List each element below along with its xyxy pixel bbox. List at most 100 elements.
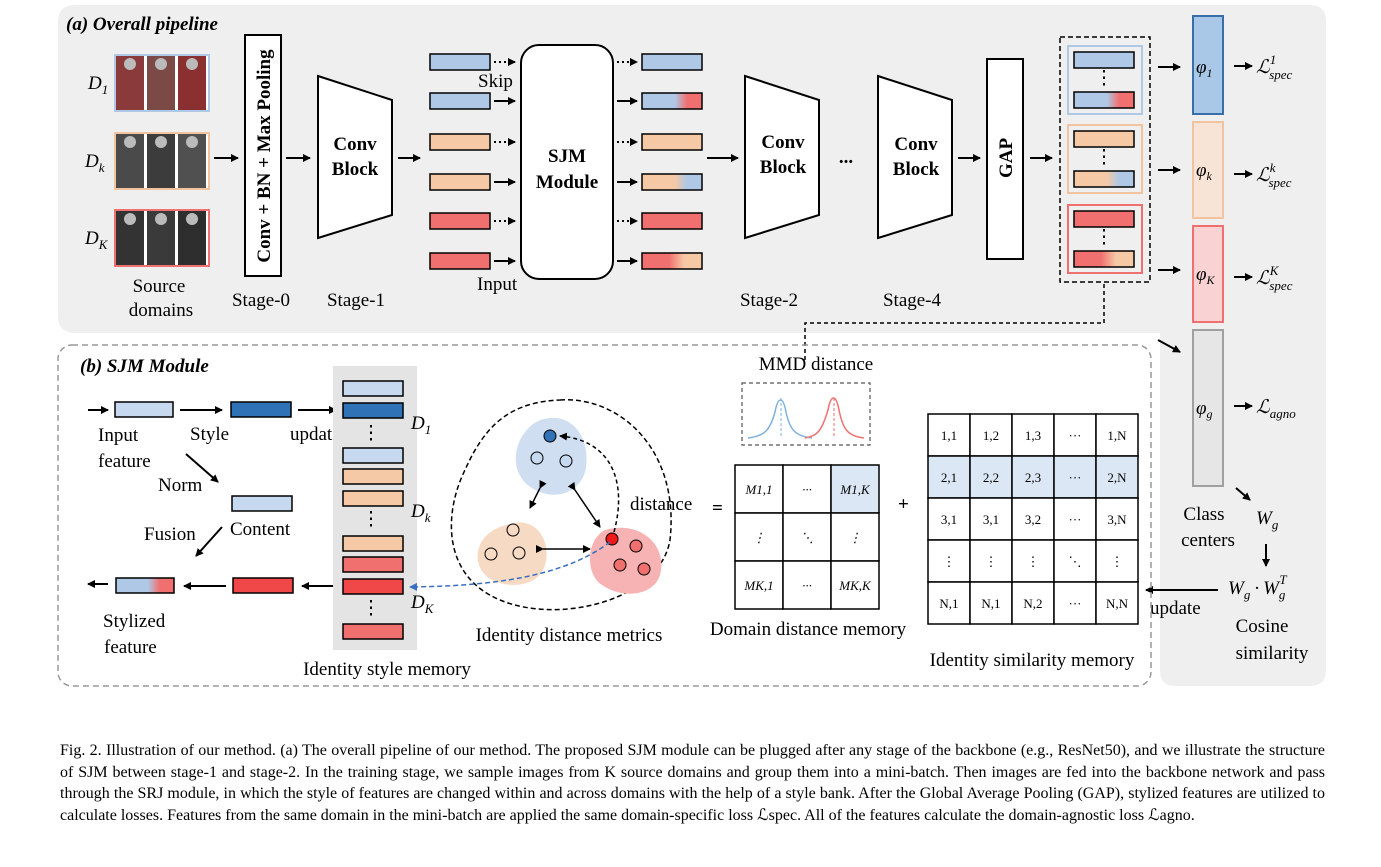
identity-matrix-cell [1011, 581, 1055, 625]
identity-matrix-cell-text: 2,1 [941, 470, 957, 485]
content-label: Content [230, 519, 291, 540]
identity-matrix-cell-text: ⋱ [1069, 554, 1082, 569]
domain-label-dK: DK [84, 228, 109, 252]
wg-label: Wg [1256, 508, 1279, 532]
identity-matrix-cell [1053, 497, 1097, 541]
identity-matrix-cell [969, 455, 1013, 499]
stylized-feature-bar [115, 577, 175, 594]
identity-matrix-cell [1011, 455, 1055, 499]
gap-box [986, 58, 1024, 260]
skip-label: Skip [478, 71, 513, 92]
identity-matrix-cell [969, 581, 1013, 625]
identity-matrix-cell [1095, 539, 1139, 583]
conv-block-stage2 [744, 74, 820, 240]
identity-matrix-cell-text: 2,2 [983, 470, 999, 485]
domain-matrix-cell-text: MK,1 [743, 578, 773, 593]
caption-text: Fig. 2. Illustration of our method. (a) … [60, 742, 1325, 824]
memory-label-d1: D1 [410, 413, 431, 437]
identity-matrix-cell-text: 3,2 [1025, 512, 1041, 527]
fusion-style-bar [232, 577, 294, 594]
svg-text:⋮: ⋮ [362, 509, 381, 530]
domain-matrix-cell-text: MK,K [838, 578, 872, 593]
domain-label-d1: D1 [87, 73, 108, 97]
phi-1-classifier [1192, 15, 1224, 115]
identity-matrix-cell-text: ⋮ [1111, 554, 1124, 569]
identity-matrix-cell-text: ··· [1069, 596, 1082, 611]
svg-text:⋮: ⋮ [362, 598, 381, 619]
identity-matrix-cell [1095, 413, 1139, 457]
distance-label: distance [630, 494, 692, 515]
identity-similarity-memory-label: Identity similarity memory [930, 650, 1135, 671]
domain-label-dk: Dk [84, 151, 105, 175]
identity-matrix-cell-text: 3,1 [941, 512, 957, 527]
identity-matrix-cell-text: 2,N [1107, 470, 1127, 485]
conv-block-stage1 [317, 74, 393, 240]
identity-matrix-cell-text: 3,N [1107, 512, 1127, 527]
stage-ellipsis: ... [839, 147, 853, 168]
phi-K-classifier [1192, 225, 1224, 323]
stage2-label: Stage-2 [740, 290, 798, 311]
panel-a-title: (a) Overall pipeline [66, 14, 219, 35]
mmd-distance-plot [741, 382, 871, 446]
domain-distance-memory-label: Domain distance memory [710, 619, 907, 640]
identity-matrix-cell-text: ⋮ [1027, 554, 1040, 569]
identity-matrix-cell-text: ⋮ [985, 554, 998, 569]
identity-distance-metrics-diagram [409, 399, 672, 611]
input-feature-bar [114, 401, 174, 418]
domain-matrix-cell [830, 560, 880, 610]
domain-matrix-cell [830, 464, 880, 514]
identity-matrix-cell [969, 413, 1013, 457]
identity-matrix-cell-text: 2,3 [1025, 470, 1041, 485]
phi-k-classifier [1192, 121, 1224, 219]
domain-matrix-cell-text: ··· [802, 482, 812, 497]
domain-matrix-cell [734, 560, 784, 610]
memory-label-dk: Dk [410, 501, 431, 525]
identity-matrix-cell [1053, 455, 1097, 499]
domain-distance-matrix: M1,1···M1,K⋮⋱⋮MK,1···MK,K [734, 464, 880, 610]
identity-matrix-cell [927, 581, 971, 625]
domain-matrix-cell [734, 512, 784, 562]
sjm-module-box [520, 44, 614, 280]
identity-matrix-cell-text: ··· [1069, 428, 1082, 443]
identity-matrix-cell [1095, 497, 1139, 541]
identity-matrix-cell-text: N,1 [981, 596, 1000, 611]
update-label-left: update [290, 424, 341, 445]
panel-b-title: (b) SJM Module [80, 356, 209, 377]
output-feature-bars [641, 53, 703, 270]
identity-matrix-cell-text: 1,1 [941, 428, 957, 443]
content-feature-bar [231, 495, 293, 512]
domain-matrix-cell-text: ⋱ [801, 530, 814, 545]
figure-caption: Fig. 2. Illustration of our method. (a) … [60, 740, 1325, 826]
identity-matrix-cell-text: ··· [1069, 470, 1082, 485]
identity-matrix-cell-text: 1,2 [983, 428, 999, 443]
domain-matrix-cell-text: ⋮ [849, 530, 862, 545]
svg-text:⋮: ⋮ [362, 423, 381, 444]
identity-matrix-cell [1011, 539, 1055, 583]
identity-style-memory-bars: ⋮ ⋮ ⋮ [342, 380, 404, 640]
conv-block-stage4 [877, 74, 953, 240]
identity-matrix-cell-text: N,2 [1023, 596, 1042, 611]
gap-label: GAP [996, 138, 1017, 179]
update-label-right: update [1150, 598, 1201, 619]
identity-matrix-cell [1095, 455, 1139, 499]
plus-sign: + [898, 494, 909, 515]
identity-matrix-cell-text: 1,N [1107, 428, 1127, 443]
phi-g-classifier [1192, 329, 1224, 487]
domain-matrix-cell-text: M1,K [839, 482, 871, 497]
stage0-box [244, 34, 282, 277]
identity-style-memory-label: Identity style memory [303, 659, 471, 680]
identity-matrix-cell-text: ⋮ [943, 554, 956, 569]
identity-matrix-cell [1095, 581, 1139, 625]
grouped-features-box [1059, 36, 1151, 283]
equals-sign: = [712, 498, 723, 519]
